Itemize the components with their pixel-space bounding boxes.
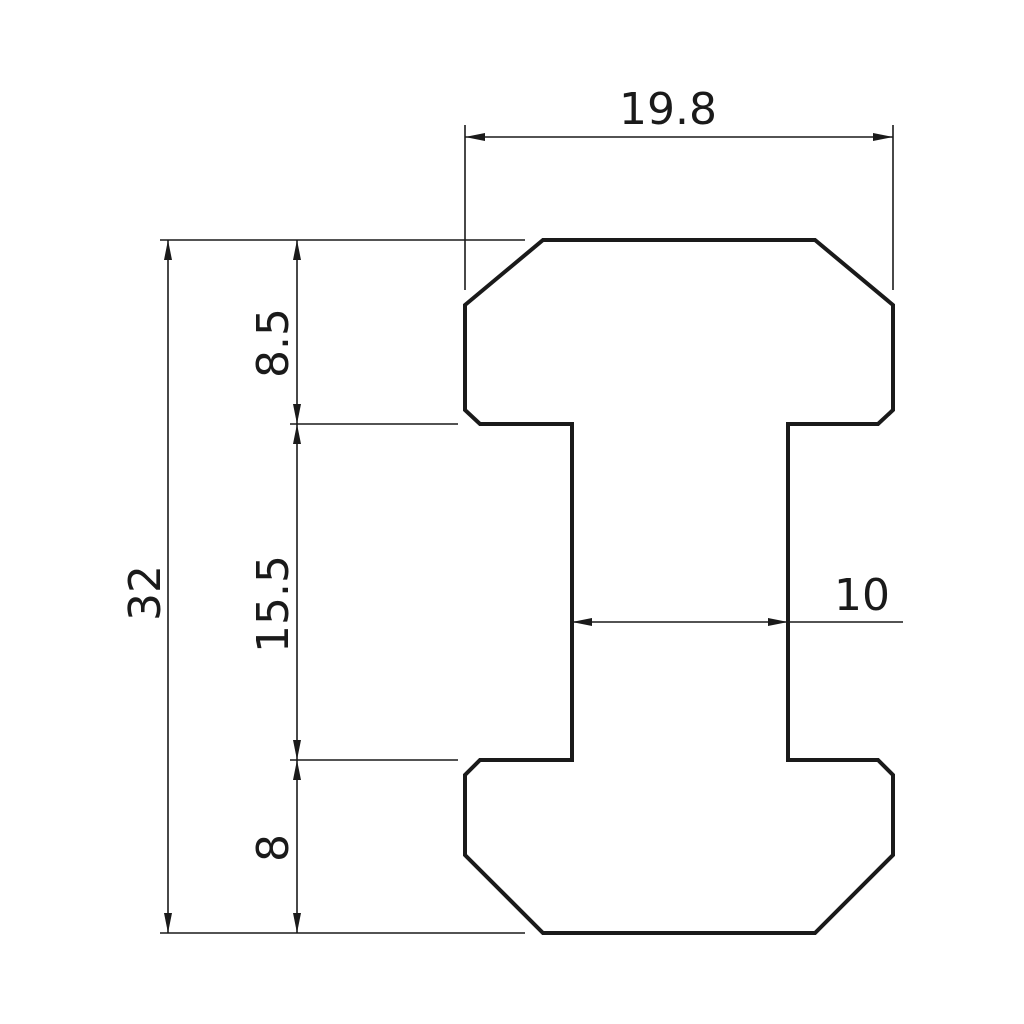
i-profile-outline [463,238,895,935]
overall-height-label: 32 [120,565,171,621]
overall-width-label: 19.8 [619,84,717,135]
web-width-label: 10 [834,570,890,621]
web-height-label: 15.5 [248,555,299,653]
bottom-flange-height-label: 8 [248,834,299,862]
top-flange-height-label: 8.5 [248,308,299,378]
